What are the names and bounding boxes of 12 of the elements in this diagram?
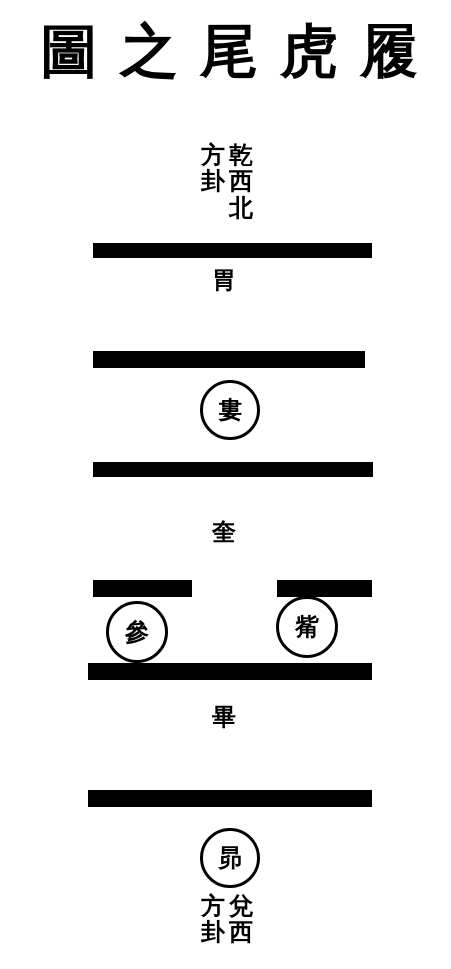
mansion-circle: 觜 [276, 596, 338, 658]
mansion-circle: 參 [106, 601, 168, 663]
direction-label: 方卦 [200, 893, 226, 946]
mansion-label: 胃 [212, 268, 236, 292]
direction-label: 乾西北 [228, 142, 254, 222]
mansion-label: 奎 [212, 520, 236, 544]
mansion-circle: 婁 [200, 380, 260, 440]
mansion-circle: 昴 [200, 828, 260, 888]
mansion-label: 畢 [212, 705, 236, 729]
title: 圖之尾虎履 [40, 22, 440, 80]
direction-label: 兌西 [228, 893, 254, 946]
direction-label: 方卦 [200, 142, 226, 195]
